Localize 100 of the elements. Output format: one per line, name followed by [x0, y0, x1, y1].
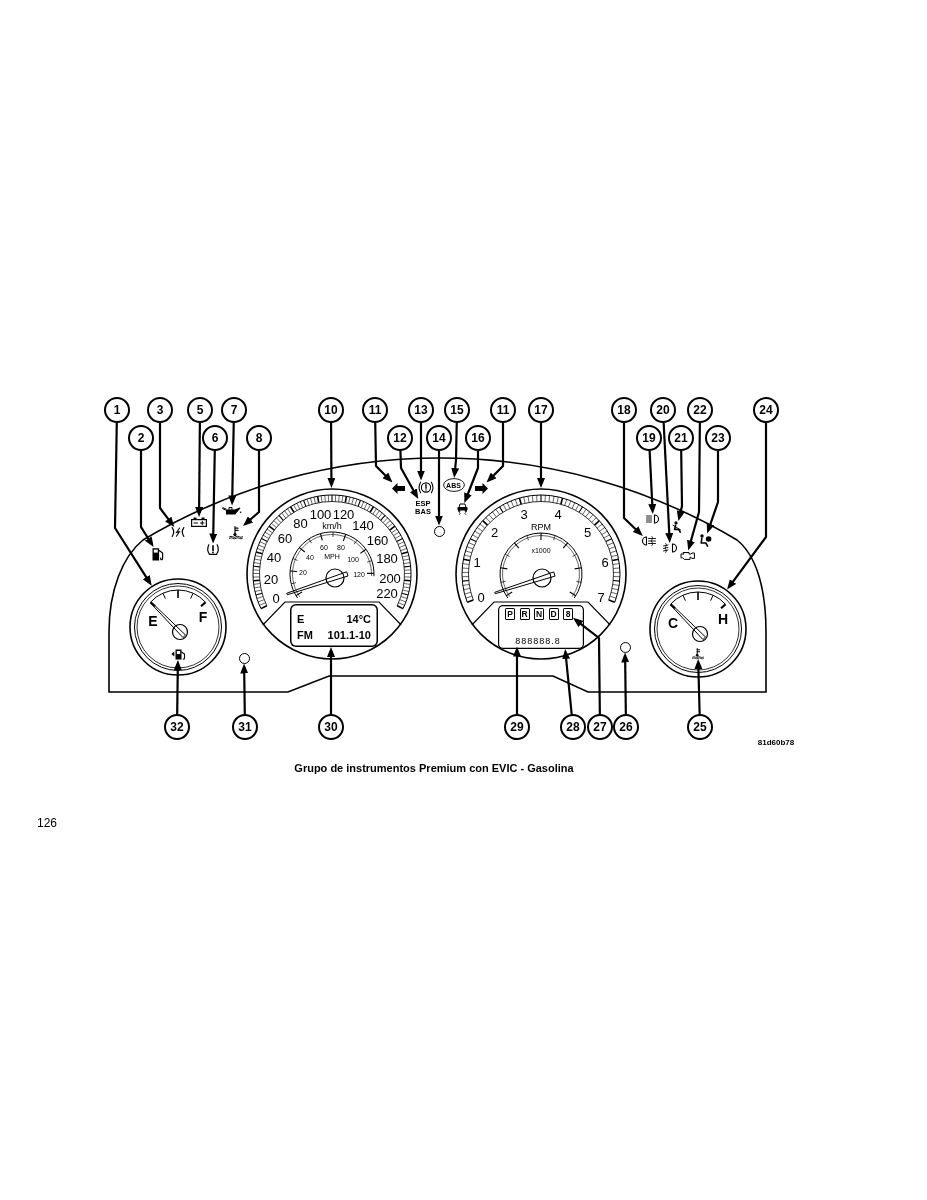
dial-number: 0 — [272, 591, 280, 605]
callout-number: 25 — [687, 714, 713, 740]
leader-line — [158, 423, 175, 527]
thermometer-waves-icon — [229, 525, 243, 539]
display-panel — [498, 605, 584, 649]
dial-number: 60 — [277, 531, 293, 545]
figure-code: 81d60b78 — [757, 739, 795, 747]
engine-outline-icon — [679, 550, 695, 560]
tire-exclamation-icon — [206, 543, 220, 555]
callout-number: 7 — [221, 397, 247, 423]
dial-number: 6 — [601, 555, 609, 569]
callout-number: 15 — [444, 397, 470, 423]
leader-line — [727, 423, 768, 590]
dial-number: 80 — [293, 516, 308, 530]
dial-number: 0 — [477, 590, 485, 604]
leader-line — [486, 423, 505, 483]
callout-number: 26 — [613, 714, 639, 740]
fuel-pump-arrow-icon — [170, 648, 186, 660]
gear-indicator: R — [519, 608, 530, 620]
leader-line — [209, 451, 218, 544]
dial-number: 180 — [376, 551, 398, 565]
dial-number: 20 — [263, 572, 279, 586]
leader-line — [621, 652, 630, 714]
circle-exclamation-icon — [418, 480, 434, 494]
headlamp-beam-icon — [646, 514, 660, 524]
fog-lamp-icon — [662, 543, 678, 553]
callout-number: 11 — [362, 397, 388, 423]
oil-can-icon — [222, 505, 242, 515]
leader-line — [676, 451, 685, 521]
gauge-letter: F — [198, 610, 208, 624]
callout-number: 2 — [128, 425, 154, 451]
tachometer-gauge — [455, 488, 627, 660]
callout-number: 3 — [147, 397, 173, 423]
battery-icon — [191, 517, 207, 527]
callout-number: 19 — [636, 425, 662, 451]
figure-caption: Grupo de instrumentos Premium con EVIC - Gasolina — [294, 762, 574, 774]
dial-number: 100 — [309, 507, 332, 521]
leader-line — [687, 423, 701, 551]
leader-line — [195, 423, 204, 517]
dial-number: 3 — [520, 507, 528, 521]
dial-number: 220 — [376, 586, 398, 600]
dial-number: 40 — [266, 550, 282, 564]
dial-number: 2 — [490, 525, 499, 539]
callout-number: 18 — [611, 397, 637, 423]
leader-line — [573, 617, 601, 714]
leader-line — [464, 451, 480, 503]
callout-number: 11 — [490, 397, 516, 423]
dial-number: 7 — [597, 590, 605, 604]
callout-number: 8 — [246, 425, 272, 451]
callout-number: 14 — [426, 425, 452, 451]
callout-number: 27 — [587, 714, 613, 740]
gauge-letter: C — [667, 616, 679, 630]
fog-lamp-icon — [640, 536, 656, 546]
callout-number: 28 — [560, 714, 586, 740]
callout-number: 24 — [753, 397, 779, 423]
leader-line — [228, 422, 237, 506]
leader-line — [139, 451, 154, 547]
leader-line — [327, 647, 335, 714]
leader-line — [513, 646, 521, 714]
callout-number: 22 — [687, 397, 713, 423]
dial-number: 120 — [332, 507, 355, 521]
gauge-letter: E — [148, 614, 158, 628]
dial-number: 200 — [379, 571, 401, 585]
right-arrow-icon — [474, 482, 488, 494]
leader-line — [648, 450, 657, 514]
leader-line — [694, 659, 703, 715]
leader-line — [537, 423, 545, 488]
dial-number: 160 — [366, 533, 389, 546]
gear-digit: 8 — [563, 608, 573, 620]
dial-number: 5 — [583, 525, 592, 539]
fuel-gauge — [129, 578, 227, 676]
gear-indicator: N — [534, 608, 544, 620]
dial-number: 140 — [352, 518, 374, 531]
dial-unit: km/h — [322, 521, 342, 531]
callout-number: 30 — [318, 714, 344, 740]
callout-number: 21 — [668, 425, 694, 451]
callout-number: 17 — [528, 397, 554, 423]
leader-line — [173, 660, 182, 714]
airbag-person-icon — [698, 533, 712, 547]
leader-line — [451, 422, 460, 478]
gear-indicator: P — [505, 608, 515, 620]
callout-number: 10 — [318, 397, 344, 423]
callout-number: 31 — [232, 714, 258, 740]
thermometer-waves-icon — [692, 648, 704, 659]
dial-unit: RPM — [531, 522, 551, 532]
dial-number: 1 — [473, 555, 481, 569]
temperature-gauge — [649, 580, 747, 678]
display-text: 14°C — [346, 614, 371, 625]
leader-line — [562, 649, 573, 715]
leader-line — [399, 450, 419, 499]
skidding-car-icon — [456, 503, 468, 515]
callout-number: 1 — [104, 397, 130, 423]
leader-line — [417, 423, 425, 481]
callout-number: 5 — [187, 397, 213, 423]
gauge-letter: H — [717, 612, 729, 626]
lightning-bracket-icon — [171, 527, 185, 537]
left-arrow-icon — [391, 482, 405, 494]
page-number: 126 — [37, 817, 57, 829]
callout-number: 6 — [202, 425, 228, 451]
display-text: E — [297, 614, 305, 625]
